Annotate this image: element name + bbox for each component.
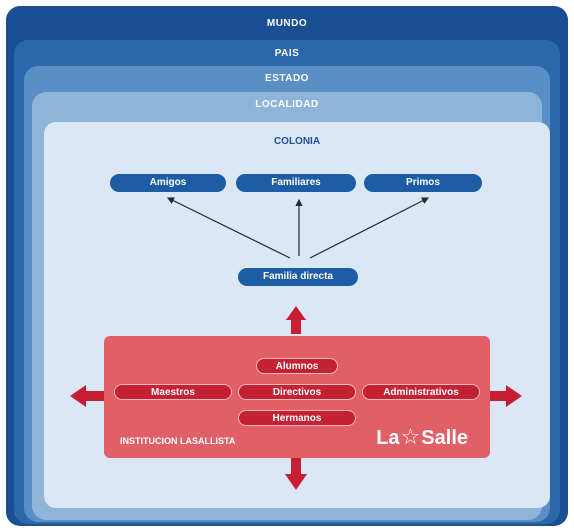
node-primos: Primos (364, 174, 482, 192)
logo-text-la: La (376, 427, 400, 449)
institution-box: Alumnos Maestros Directivos Administrati… (104, 336, 490, 458)
layer-localidad-title: LOCALIDAD (255, 99, 319, 110)
red-arrow-left (70, 385, 104, 407)
lasalle-logo: La☆Salle (376, 424, 468, 450)
layer-estado-title: ESTADO (265, 73, 309, 84)
layer-mundo-title: MUNDO (266, 18, 308, 29)
red-arrow-down (285, 458, 307, 490)
institution-label: INSTITUCION LASALLISTA (120, 436, 236, 446)
layer-pais-title: PAIS (274, 48, 300, 59)
node-amigos: Amigos (110, 174, 226, 192)
role-maestros: Maestros (114, 384, 232, 400)
arrow-to-primos (309, 197, 430, 259)
role-directivos: Directivos (238, 384, 356, 400)
layer-colonia-title: COLONIA (273, 136, 321, 147)
arrow-to-amigos (166, 197, 291, 259)
red-arrow-right (490, 385, 522, 407)
node-familia-directa: Familia directa (238, 268, 358, 286)
role-administrativos: Administrativos (362, 384, 480, 400)
logo-text-salle: Salle (421, 427, 468, 449)
star-icon: ☆ (400, 424, 421, 449)
node-familiares: Familiares (236, 174, 356, 192)
red-arrow-up (286, 306, 306, 334)
role-hermanos: Hermanos (238, 410, 356, 426)
role-alumnos: Alumnos (256, 358, 338, 374)
